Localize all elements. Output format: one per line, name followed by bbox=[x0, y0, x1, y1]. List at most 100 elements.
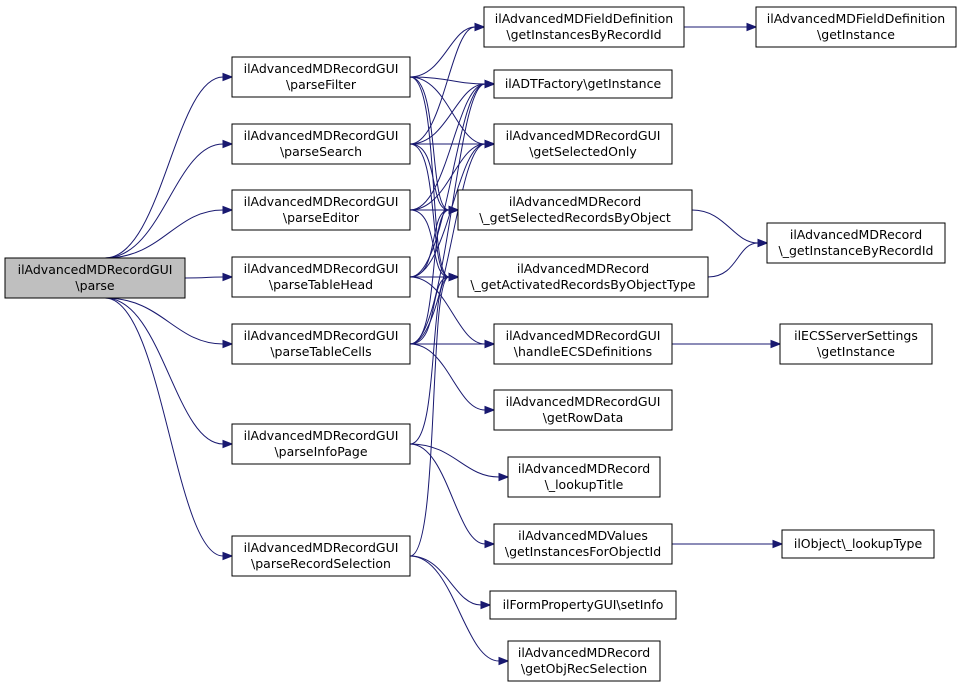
edge-line bbox=[104, 297, 224, 557]
edge-arrowhead bbox=[484, 539, 496, 549]
node-label: \parseFilter bbox=[286, 77, 357, 92]
edge-parseSearch-to-adtFactory bbox=[409, 79, 496, 145]
edge-line bbox=[409, 276, 450, 557]
edge-arrowhead bbox=[222, 72, 234, 82]
node-label: \parseEditor bbox=[283, 210, 360, 225]
node-box bbox=[489, 590, 677, 620]
edge-line bbox=[409, 443, 486, 545]
edge-parse-to-parseTableCells bbox=[104, 297, 234, 349]
node-label: \parse bbox=[75, 278, 114, 293]
edge-line bbox=[104, 209, 224, 259]
edge-line bbox=[409, 76, 486, 85]
edge-parseInfoPage-to-getActivatedRecordsByObjectType bbox=[409, 272, 460, 445]
edge-parseTableHead-to-adtFactory bbox=[409, 79, 496, 278]
node-label: ilAdvancedMDRecordGUI bbox=[244, 261, 399, 276]
node-parseSearch[interactable]: ilAdvancedMDRecordGUI\parseSearch bbox=[231, 123, 411, 165]
node-getActivatedRecordsByObjectType[interactable]: ilAdvancedMDRecord\_getActivatedRecordsB… bbox=[457, 256, 709, 298]
node-getRowData[interactable]: ilAdvancedMDRecordGUI\getRowData bbox=[493, 389, 673, 431]
node-box bbox=[493, 69, 673, 99]
node-parseRecordSelection[interactable]: ilAdvancedMDRecordGUI\parseRecordSelecti… bbox=[231, 535, 411, 577]
edge-parseRecordSelection-to-getObjRecSelection bbox=[409, 555, 510, 666]
node-lookupType[interactable]: ilObject\_lookupType bbox=[781, 529, 935, 559]
node-label: ilAdvancedMDValues bbox=[518, 528, 648, 543]
edge-line bbox=[409, 276, 450, 345]
node-label: \handleECSDefinitions bbox=[514, 344, 652, 359]
edge-line bbox=[409, 143, 486, 211]
node-box bbox=[4, 257, 186, 299]
node-box bbox=[493, 523, 673, 565]
node-getObjRecSelection[interactable]: ilAdvancedMDRecord\getObjRecSelection bbox=[507, 640, 661, 682]
edge-line bbox=[409, 276, 486, 345]
node-parse[interactable]: ilAdvancedMDRecordGUI\parse bbox=[4, 257, 186, 299]
node-fieldDefByRecord[interactable]: ilAdvancedMDFieldDefinition\getInstances… bbox=[483, 6, 685, 48]
node-valuesForObjectId[interactable]: ilAdvancedMDValues\getInstancesForObject… bbox=[493, 523, 673, 565]
edge-line bbox=[104, 143, 224, 259]
node-label: \getInstance bbox=[817, 27, 895, 42]
edge-arrowhead bbox=[484, 405, 496, 415]
edge-arrowhead bbox=[484, 339, 496, 349]
node-label: \parseTableCells bbox=[270, 344, 371, 359]
node-label: \_getInstanceByRecordId bbox=[779, 243, 934, 258]
node-setInfo[interactable]: ilFormPropertyGUI\setInfo bbox=[489, 590, 677, 620]
node-box bbox=[231, 323, 411, 365]
node-label: \getSelectedOnly bbox=[529, 144, 637, 159]
edge-parseTableCells-to-getSelectedRecordsByObject bbox=[409, 205, 460, 345]
node-ecsServerSettings[interactable]: ilECSServerSettings\getInstance bbox=[779, 323, 933, 365]
edge-parse-to-parseFilter bbox=[104, 72, 234, 259]
node-box bbox=[755, 6, 957, 48]
node-label: ilAdvancedMDRecordGUI bbox=[244, 328, 399, 343]
node-label: ilAdvancedMDFieldDefinition bbox=[495, 11, 673, 26]
node-label: ilAdvancedMDRecordGUI bbox=[506, 328, 661, 343]
node-label: ilAdvancedMDRecordGUI bbox=[244, 540, 399, 555]
edge-parse-to-parseRecordSelection bbox=[104, 297, 234, 561]
node-label: ilAdvancedMDFieldDefinition bbox=[767, 11, 945, 26]
edge-line bbox=[707, 242, 759, 278]
edge-parseRecordSelection-to-setInfo bbox=[409, 555, 492, 610]
node-getInstanceByRecordId[interactable]: ilAdvancedMDRecord\_getInstanceByRecordI… bbox=[766, 222, 946, 264]
node-parseEditor[interactable]: ilAdvancedMDRecordGUI\parseEditor bbox=[231, 189, 411, 231]
edge-line bbox=[409, 76, 486, 145]
node-fieldDefInstance[interactable]: ilAdvancedMDFieldDefinition\getInstance bbox=[755, 6, 957, 48]
node-parseTableCells[interactable]: ilAdvancedMDRecordGUI\parseTableCells bbox=[231, 323, 411, 365]
node-label: \getInstancesByRecordId bbox=[506, 27, 661, 42]
edge-arrowhead bbox=[772, 539, 784, 549]
node-handleECSDefinitions[interactable]: ilAdvancedMDRecordGUI\handleECSDefinitio… bbox=[493, 323, 673, 365]
edge-line bbox=[409, 276, 450, 445]
edge-line bbox=[409, 83, 486, 278]
node-getSelectedOnly[interactable]: ilAdvancedMDRecordGUI\getSelectedOnly bbox=[493, 123, 673, 165]
edge-parseSearch-to-fieldDefByRecord bbox=[409, 22, 486, 145]
node-box bbox=[231, 535, 411, 577]
edge-parseRecordSelection-to-getActivatedRecordsByObjectType bbox=[409, 272, 460, 557]
node-adtFactory[interactable]: ilADTFactory\getInstance bbox=[493, 69, 673, 99]
edge-line bbox=[184, 276, 224, 279]
node-parseInfoPage[interactable]: ilAdvancedMDRecordGUI\parseInfoPage bbox=[231, 423, 411, 465]
node-label: ilFormPropertyGUI\setInfo bbox=[503, 597, 664, 612]
edge-line bbox=[104, 297, 224, 345]
edge-line bbox=[409, 209, 450, 345]
edge-line bbox=[691, 209, 759, 244]
edge-parseTableCells-to-handleECSDefinitions bbox=[409, 339, 496, 349]
node-getSelectedRecordsByObject[interactable]: ilAdvancedMDRecord\_getSelectedRecordsBy… bbox=[457, 189, 693, 231]
edge-arrowhead bbox=[222, 139, 234, 149]
node-box bbox=[781, 529, 935, 559]
edge-fieldDefByRecord-to-fieldDefInstance bbox=[684, 22, 758, 32]
node-parseTableHead[interactable]: ilAdvancedMDRecordGUI\parseTableHead bbox=[231, 256, 411, 298]
node-label: \_lookupTitle bbox=[545, 477, 624, 492]
node-parseFilter[interactable]: ilAdvancedMDRecordGUI\parseFilter bbox=[231, 56, 411, 98]
edge-line bbox=[409, 143, 450, 211]
edge-parse-to-parseTableHead bbox=[184, 272, 234, 282]
node-box bbox=[493, 323, 673, 365]
edge-line bbox=[409, 209, 450, 278]
edge-arrowhead bbox=[480, 600, 492, 610]
node-label: \getInstancesForObjectId bbox=[505, 544, 661, 559]
node-label: ilAdvancedMDRecord bbox=[790, 227, 922, 242]
edge-getActivatedRecordsByObjectType-to-getInstanceByRecordId bbox=[707, 238, 769, 278]
call-edges bbox=[104, 22, 784, 666]
node-label: ilObject\_lookupType bbox=[794, 536, 923, 551]
node-label: \parseInfoPage bbox=[274, 444, 367, 459]
edge-line bbox=[409, 443, 500, 478]
node-lookupTitle[interactable]: ilAdvancedMDRecord\_lookupTitle bbox=[507, 456, 661, 498]
node-label: \parseRecordSelection bbox=[251, 556, 391, 571]
node-box bbox=[507, 640, 661, 682]
